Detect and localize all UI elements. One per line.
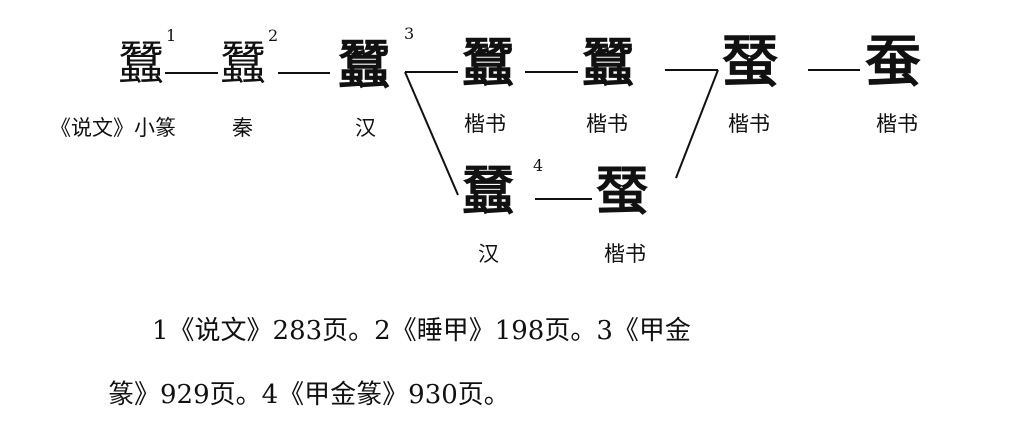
script-label: 秦 <box>232 116 253 140</box>
kaishu-glyph: 蝅 <box>722 29 778 95</box>
kaishu-glyph: 蠶 <box>462 33 515 94</box>
footnote-marker: 4 <box>533 156 544 175</box>
han-glyph: 蠶 <box>338 35 391 96</box>
footnote-line: 1《说文》283页。2《睡甲》198页。3《甲金 <box>152 316 691 346</box>
script-label: 楷书 <box>728 112 770 136</box>
kaishu-glyph: 蚕 <box>865 29 921 95</box>
script-label: 楷书 <box>464 112 506 136</box>
script-label: 《说文》小篆 <box>50 116 176 140</box>
footnote-line: 篆》929页。4《甲金篆》930页。 <box>108 380 510 410</box>
script-label: 汉 <box>478 242 499 266</box>
footnote-marker: 3 <box>404 24 415 43</box>
han-variant-glyph: 蠺 <box>462 161 515 222</box>
kaishu-glyph: 蠶 <box>582 33 635 94</box>
qin-glyph: 蠶 <box>220 36 266 90</box>
script-label: 汉 <box>355 116 376 140</box>
footnote-marker: 2 <box>268 26 279 45</box>
footnote-marker: 1 <box>166 26 177 45</box>
script-label: 楷书 <box>586 112 628 136</box>
script-label: 楷书 <box>604 242 646 266</box>
kaishu-variant-glyph: 蝅 <box>596 161 649 222</box>
script-label: 楷书 <box>876 112 918 136</box>
seal-script-glyph: 蠶 <box>118 36 164 90</box>
